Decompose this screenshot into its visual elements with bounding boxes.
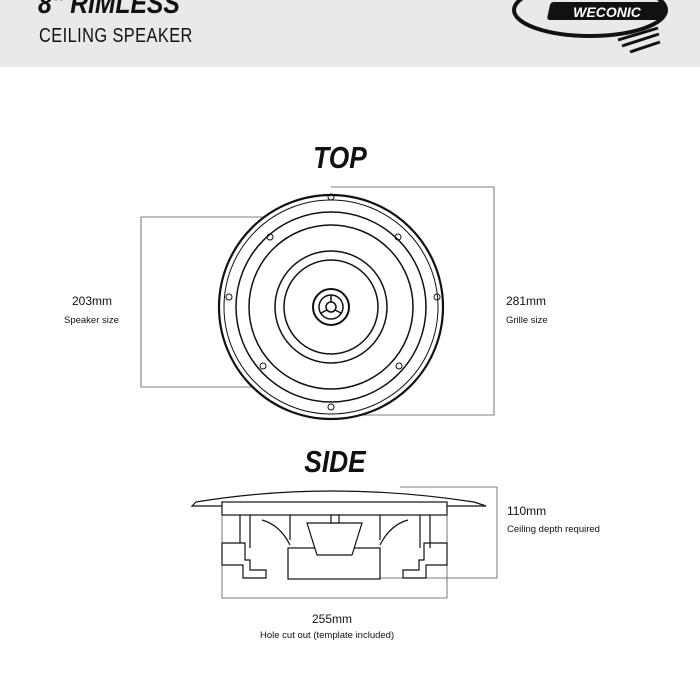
hole-cut-value: 255mm xyxy=(312,612,353,626)
depth-dimension-line xyxy=(380,486,498,579)
top-view xyxy=(217,193,445,421)
header-band: 8" RIMLESS CEILING SPEAKER WECONIC xyxy=(0,0,700,67)
grille-size-label: Grille size xyxy=(506,315,548,326)
grille-size-value: 281mm xyxy=(506,294,547,308)
weconic-logo: WECONIC xyxy=(512,0,668,54)
screw-icons xyxy=(225,193,441,411)
ceiling-depth-value: 110mm xyxy=(507,504,547,518)
grille-dimension-line xyxy=(331,186,495,416)
top-view-label: TOP xyxy=(313,140,367,175)
hole-cut-label: Hole cut out (template included) xyxy=(260,630,395,641)
speaker-size-label: Speaker size xyxy=(64,315,119,326)
ceiling-depth-label: Ceiling depth required xyxy=(507,524,600,535)
side-view-label: SIDE xyxy=(304,444,366,479)
speaker-size-value: 203mm xyxy=(72,294,113,308)
side-view xyxy=(190,490,487,580)
product-title: 8" RIMLESS xyxy=(38,0,180,20)
speaker-dimension-line xyxy=(140,216,320,388)
product-subtitle: CEILING SPEAKER xyxy=(39,25,193,47)
svg-text:WECONIC: WECONIC xyxy=(573,4,642,20)
